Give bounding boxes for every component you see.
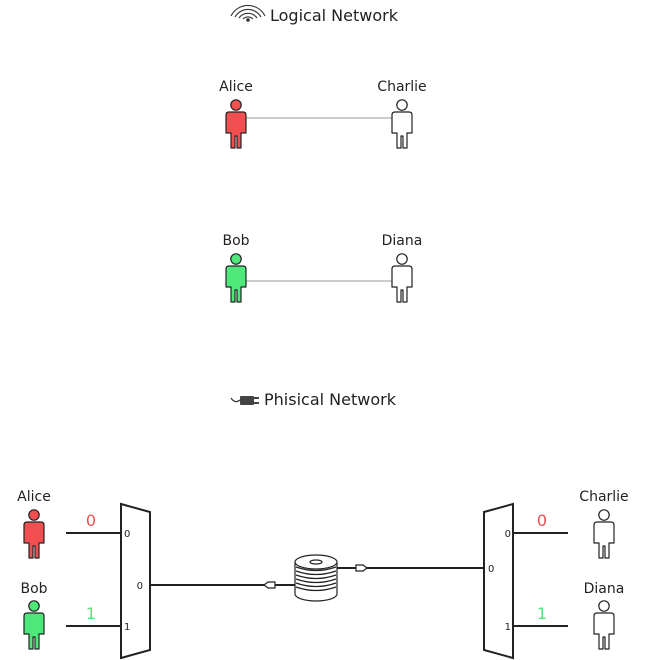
physical-user-charlie-icon <box>593 509 615 559</box>
logical-user-bob-icon <box>225 253 247 303</box>
demux-input-port: 0 <box>488 564 494 575</box>
logical-user-diana-icon <box>391 253 413 303</box>
physical-user-label-charlie: Charlie <box>579 489 628 505</box>
logical-pair-1: Alice Charlie <box>219 79 427 149</box>
logical-network-title: Logical Network <box>270 6 399 25</box>
logical-user-label-bob: Bob <box>222 233 249 249</box>
physical-user-bob-icon <box>23 600 45 650</box>
physical-user-label-diana: Diana <box>584 581 625 597</box>
physical-network-header: Phisical Network <box>230 390 397 409</box>
physical-right-users: Charlie Diana <box>579 489 629 650</box>
physical-user-label-bob: Bob <box>20 581 47 597</box>
wifi-icon <box>230 4 266 22</box>
fiber-spool-icon <box>294 554 338 602</box>
demultiplexer: 0 0 1 <box>483 502 514 660</box>
channel-label-diana: 1 <box>537 604 547 623</box>
logical-network-header: Logical Network <box>230 4 399 25</box>
channel-label-charlie: 0 <box>537 511 547 530</box>
logical-user-label-charlie: Charlie <box>377 79 426 95</box>
demux-output-port-1: 1 <box>505 622 511 633</box>
mux-input-port-0: 0 <box>124 529 130 540</box>
physical-user-alice-icon <box>23 509 45 559</box>
logical-user-label-alice: Alice <box>219 79 253 95</box>
logical-user-label-diana: Diana <box>382 233 423 249</box>
physical-left-users: Alice Bob <box>17 489 51 650</box>
mux-output-port: 0 <box>137 581 143 592</box>
channel-label-alice: 0 <box>86 511 96 530</box>
physical-user-diana-icon <box>593 600 615 650</box>
physical-network-title: Phisical Network <box>264 390 397 409</box>
cable-plug-icon <box>230 396 259 405</box>
right-connector-icon <box>355 564 368 572</box>
logical-user-alice-icon <box>225 99 247 149</box>
channel-label-bob: 1 <box>86 604 96 623</box>
demux-output-port-0: 0 <box>505 529 511 540</box>
left-connector-icon <box>263 581 276 589</box>
logical-user-charlie-icon <box>391 99 413 149</box>
mux-input-port-1: 1 <box>124 622 130 633</box>
trunk-link <box>150 564 484 589</box>
logical-pair-2: Bob Diana <box>222 233 423 303</box>
physical-user-label-alice: Alice <box>17 489 51 505</box>
multiplexer: 0 1 0 <box>120 502 151 660</box>
